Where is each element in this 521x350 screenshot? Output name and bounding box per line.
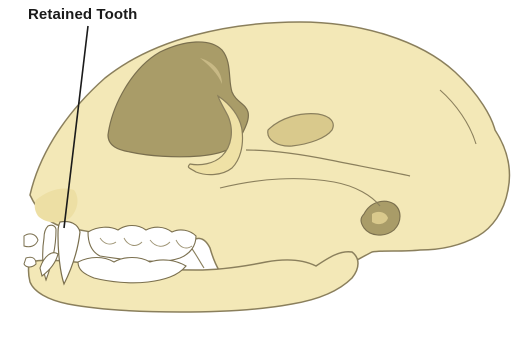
eye-socket	[108, 42, 248, 157]
callout-label: Retained Tooth	[28, 6, 137, 23]
incisors	[24, 234, 38, 267]
upper-teeth	[88, 226, 196, 262]
